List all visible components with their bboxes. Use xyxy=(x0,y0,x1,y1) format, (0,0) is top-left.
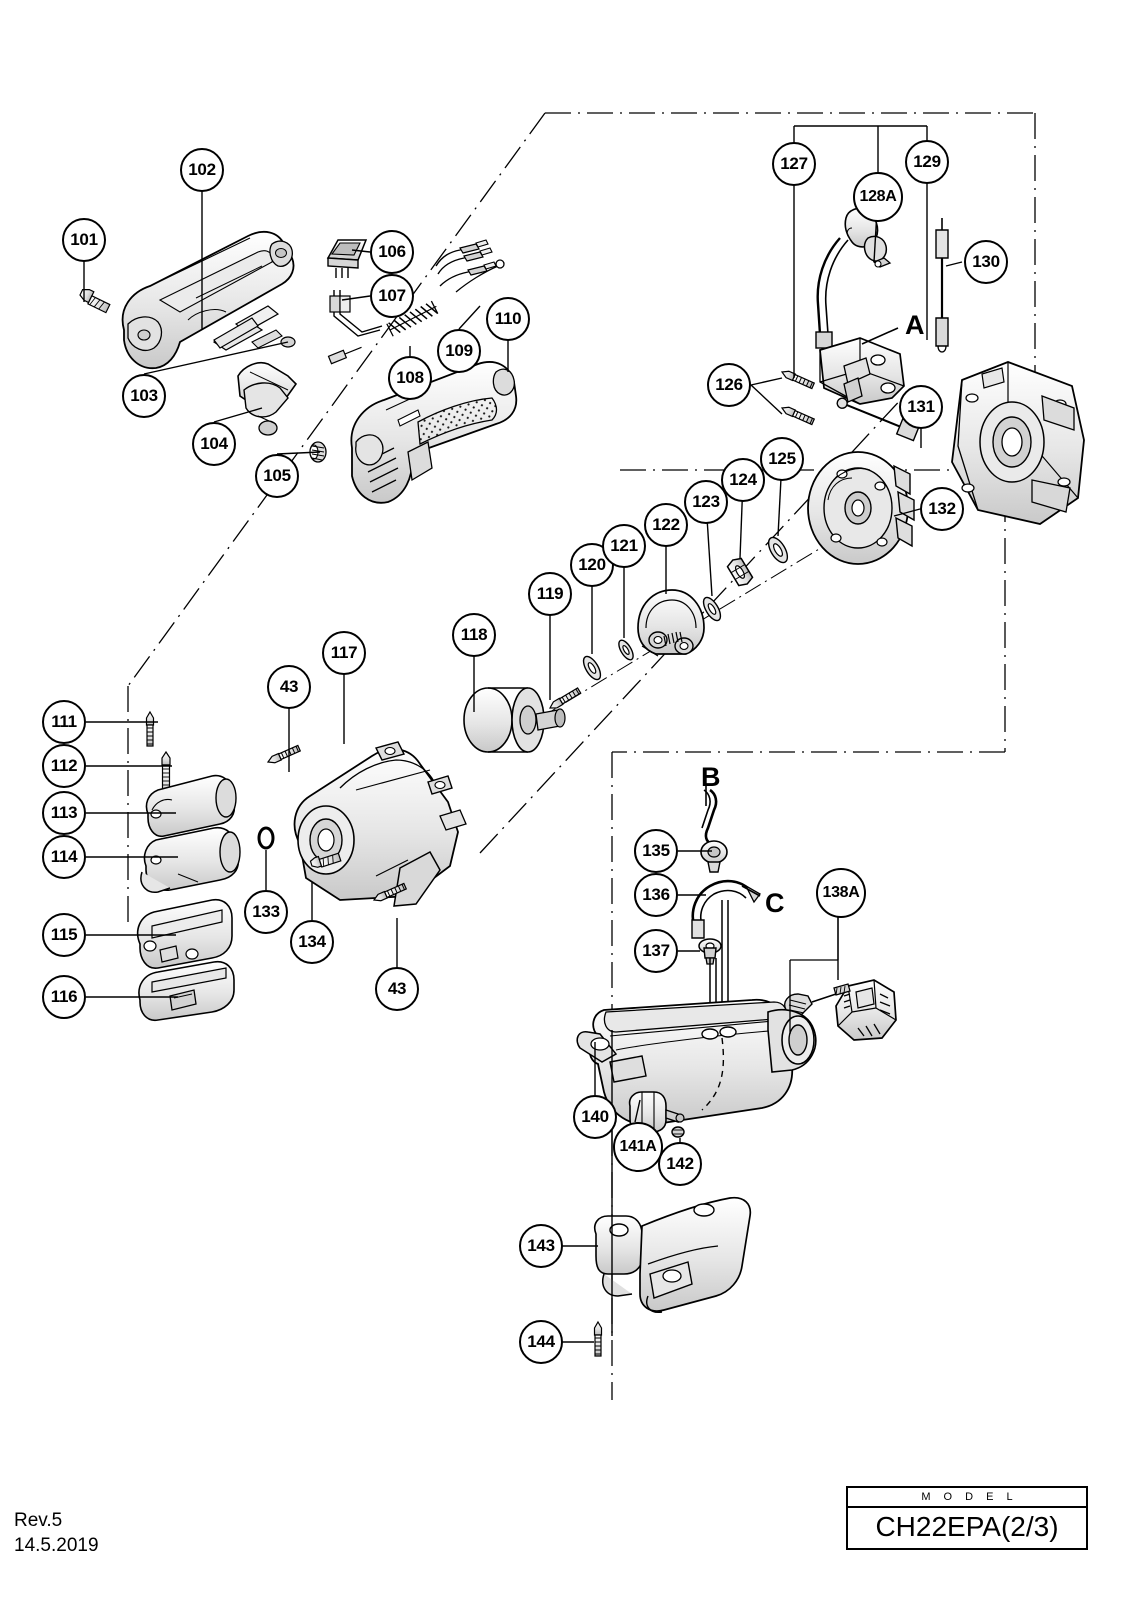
callout-106[interactable]: 106 xyxy=(370,230,414,274)
callout-107[interactable]: 107 xyxy=(370,274,414,318)
callout-138A[interactable]: 138A xyxy=(816,868,866,918)
callout-103[interactable]: 103 xyxy=(122,374,166,418)
callout-112[interactable]: 112 xyxy=(42,744,86,788)
callout-123[interactable]: 123 xyxy=(684,480,728,524)
callout-104[interactable]: 104 xyxy=(192,422,236,466)
callout-113[interactable]: 113 xyxy=(42,791,86,835)
model-value: CH22EPA(2/3) xyxy=(875,1511,1059,1542)
callout-132[interactable]: 132 xyxy=(920,487,964,531)
callout-114[interactable]: 114 xyxy=(42,835,86,879)
callout-122[interactable]: 122 xyxy=(644,503,688,547)
callout-144[interactable]: 144 xyxy=(519,1320,563,1364)
callout-115[interactable]: 115 xyxy=(42,913,86,957)
callout-118[interactable]: 118 xyxy=(452,613,496,657)
section-letter-A: A xyxy=(905,310,925,340)
section-letter-B: B xyxy=(701,762,721,792)
callout-128A[interactable]: 128A xyxy=(853,172,903,222)
callout-127[interactable]: 127 xyxy=(772,142,816,186)
callout-141A[interactable]: 141A xyxy=(613,1122,663,1172)
callout-143[interactable]: 143 xyxy=(519,1224,563,1268)
revision-block: Rev.5 14.5.2019 xyxy=(14,1508,99,1558)
callout-124[interactable]: 124 xyxy=(721,458,765,502)
callout-109[interactable]: 109 xyxy=(437,329,481,373)
callout-116[interactable]: 116 xyxy=(42,975,86,1019)
section-letter-C: C xyxy=(765,888,785,918)
revision-number: Rev.5 xyxy=(14,1510,63,1531)
callout-130[interactable]: 130 xyxy=(964,240,1008,284)
callout-110[interactable]: 110 xyxy=(486,297,530,341)
callout-43-top[interactable]: 43 xyxy=(267,665,311,709)
callout-101[interactable]: 101 xyxy=(62,218,106,262)
callout-140[interactable]: 140 xyxy=(573,1095,617,1139)
callout-102[interactable]: 102 xyxy=(180,148,224,192)
revision-date: 14.5.2019 xyxy=(14,1535,99,1556)
callout-142[interactable]: 142 xyxy=(658,1142,702,1186)
callout-125[interactable]: 125 xyxy=(760,437,804,481)
callout-105[interactable]: 105 xyxy=(255,454,299,498)
callout-137[interactable]: 137 xyxy=(634,929,678,973)
callout-126[interactable]: 126 xyxy=(707,363,751,407)
callout-131[interactable]: 131 xyxy=(899,385,943,429)
callout-43-bottom[interactable]: 43 xyxy=(375,967,419,1011)
callout-136[interactable]: 136 xyxy=(634,873,678,917)
callout-133[interactable]: 133 xyxy=(244,890,288,934)
callout-111[interactable]: 111 xyxy=(42,700,86,744)
callout-129[interactable]: 129 xyxy=(905,140,949,184)
callout-117[interactable]: 117 xyxy=(322,631,366,675)
callout-119[interactable]: 119 xyxy=(528,572,572,616)
callout-108[interactable]: 108 xyxy=(388,356,432,400)
callout-134[interactable]: 134 xyxy=(290,920,334,964)
callout-121[interactable]: 121 xyxy=(602,524,646,568)
model-box: M O D E L CH22EPA(2/3) xyxy=(846,1486,1088,1550)
model-header-label: M O D E L xyxy=(848,1488,1086,1508)
callout-135[interactable]: 135 xyxy=(634,829,678,873)
